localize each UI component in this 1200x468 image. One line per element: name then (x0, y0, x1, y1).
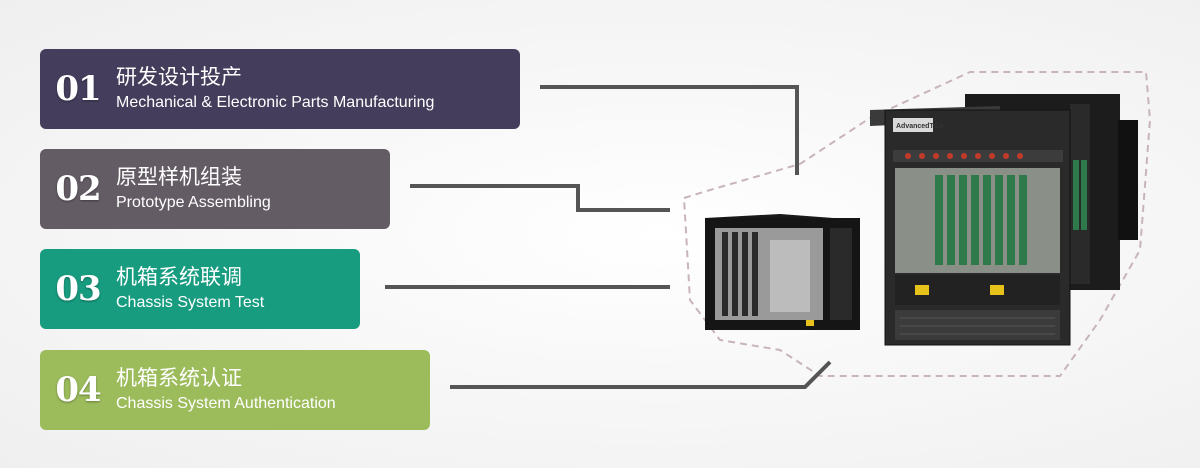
step-title-en: Chassis System Test (116, 294, 265, 311)
connector-line-04 (450, 360, 832, 389)
connector-line-02 (410, 184, 670, 212)
front-chassis (705, 214, 860, 330)
connector-line-01 (540, 85, 799, 175)
step-04: 04 机箱系统认证 Chassis System Authentication (40, 350, 430, 430)
step-title-en: Chassis System Authentication (116, 395, 336, 412)
step-number: 01 (55, 69, 101, 109)
brand-mark: AdvancedTCA (896, 123, 944, 130)
dashed-outline (682, 71, 1152, 377)
step-title-cn: 机箱系统认证 (116, 366, 242, 390)
step-title-cn: 研发设计投产 (116, 65, 242, 89)
step-title-en: Prototype Assembling (116, 194, 271, 211)
step-01: 01 研发设计投产 Mechanical & Electronic Parts … (40, 49, 520, 129)
middle-chassis: AdvancedTCA (870, 106, 1071, 346)
step-title-en: Mechanical & Electronic Parts Manufactur… (116, 94, 435, 111)
chassis-product-photo: AdvancedTCA (705, 94, 1138, 346)
step-title-cn: 机箱系统联调 (116, 265, 242, 289)
step-03: 03 机箱系统联调 Chassis System Test (40, 249, 360, 329)
step-title-cn: 原型样机组装 (116, 165, 242, 189)
step-number: 04 (55, 370, 101, 410)
step-number: 02 (55, 169, 101, 209)
step-02: 02 原型样机组装 Prototype Assembling (40, 149, 390, 229)
step-number: 03 (55, 269, 101, 309)
